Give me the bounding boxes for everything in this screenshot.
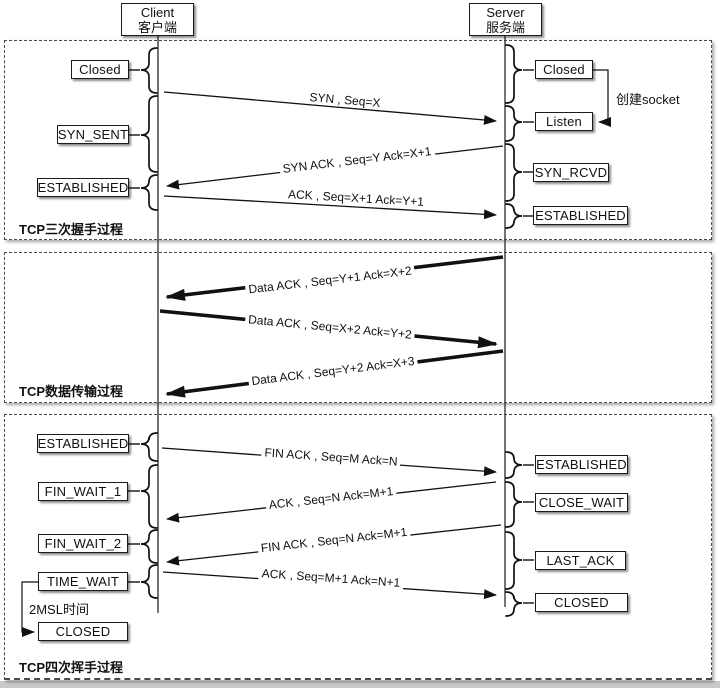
server-state-established-1: ESTABLISHED	[533, 206, 628, 225]
server-state-closed-final: CLOSED	[535, 593, 628, 612]
server-state-syn-rcvd: SYN_RCVD	[533, 163, 609, 182]
create-socket-note: 创建socket	[616, 92, 680, 107]
msl-time-note: 2MSL时间	[29, 602, 89, 617]
client-state-time-wait: TIME_WAIT	[38, 572, 128, 591]
client-name-en: Client	[140, 4, 175, 20]
client-state-fin-wait-1: FIN_WAIT_1	[38, 482, 128, 501]
section-label-data-transfer: TCP数据传输过程	[19, 384, 124, 399]
state-transition-connectors	[21, 69, 611, 637]
server-header: Server 服务端	[469, 3, 542, 36]
server-state-close-wait: CLOSE_WAIT	[535, 493, 628, 512]
client-state-fin-wait-2: FIN_WAIT_2	[38, 534, 128, 553]
server-state-listen: Listen	[535, 112, 593, 131]
page-background-strip	[0, 681, 720, 688]
client-state-syn-sent: SYN_SENT	[57, 125, 129, 144]
server-brace	[505, 44, 523, 104]
client-brace	[140, 95, 158, 173]
message-arrow	[163, 195, 497, 220]
client-header: Client 客户端	[121, 3, 194, 36]
section-label-handshake: TCP三次握手过程	[19, 222, 124, 237]
server-brace	[505, 451, 523, 479]
server-name-zh: 服务端	[485, 19, 525, 35]
server-state-last-ack: LAST_ACK	[535, 551, 626, 570]
server-brace	[505, 591, 523, 617]
brace-ticks	[128, 69, 534, 604]
client-brace	[140, 174, 158, 211]
client-state-closed: Closed	[71, 60, 129, 79]
client-brace	[140, 464, 158, 529]
client-state-established-2: ESTABLISHED	[37, 434, 129, 453]
braces	[140, 44, 523, 617]
server-brace	[505, 143, 523, 202]
server-brace	[505, 481, 523, 528]
create-socket-connector	[593, 69, 611, 127]
client-brace	[140, 529, 158, 564]
client-state-established-1: ESTABLISHED	[37, 178, 129, 197]
client-name-zh: 客户端	[137, 19, 177, 35]
msl-connector	[21, 581, 38, 637]
client-brace	[140, 432, 158, 462]
message-arrow	[163, 91, 497, 125]
server-state-closed: Closed	[535, 60, 593, 79]
section-label-four-way: TCP四次挥手过程	[19, 660, 124, 675]
client-brace	[140, 47, 158, 94]
server-state-established-2: ESTABLISHED	[535, 455, 628, 474]
server-brace	[505, 105, 523, 142]
client-state-closed-final: CLOSED	[38, 622, 128, 641]
server-name-en: Server	[486, 4, 525, 20]
server-brace	[505, 531, 523, 590]
server-brace	[505, 203, 523, 229]
lifelines	[157, 36, 506, 613]
client-brace	[140, 564, 158, 599]
